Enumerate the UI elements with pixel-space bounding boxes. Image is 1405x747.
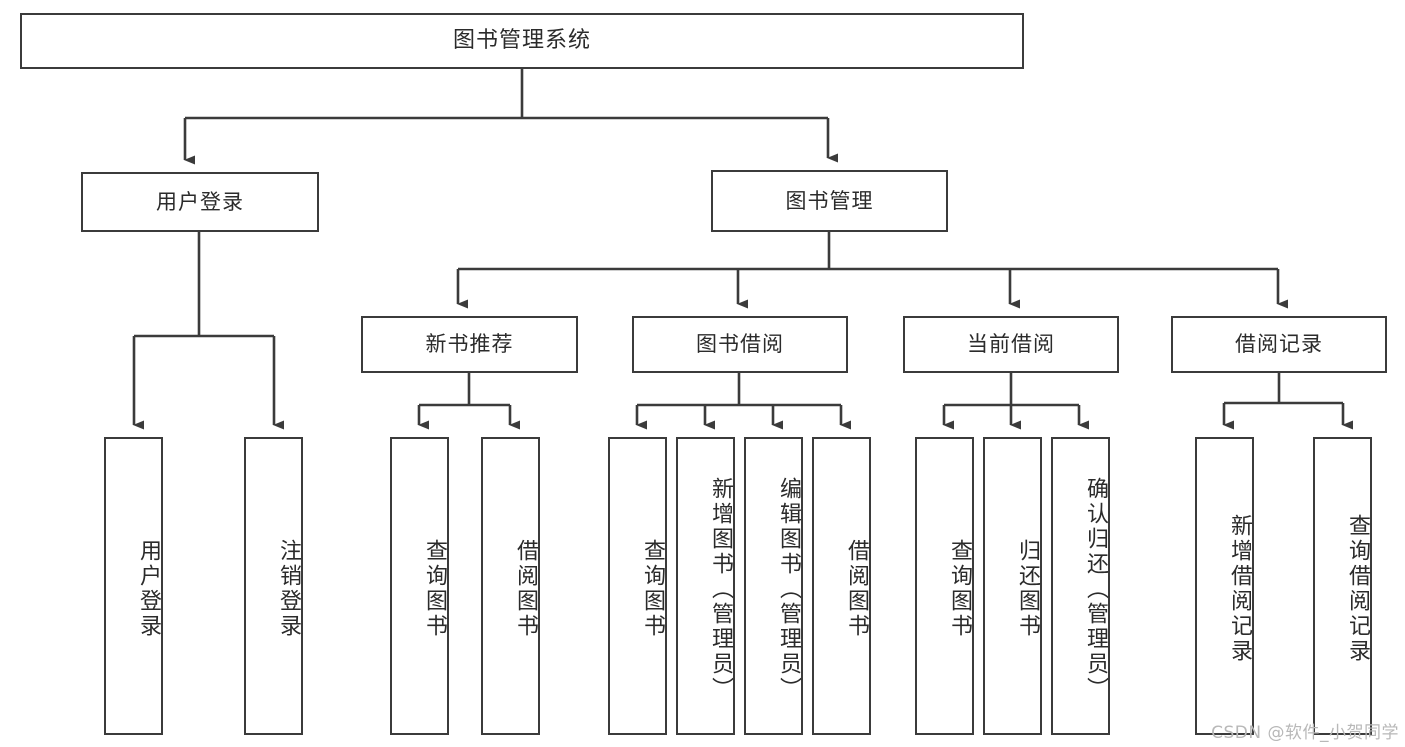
leaf-record-add-label: 新增借阅记录 [1227, 514, 1252, 664]
leaf-borrow-add-book[interactable]: 新增图书（管理员） [676, 437, 735, 735]
leaf-user-login[interactable]: 用户登录 [104, 437, 163, 735]
leaf-current-return-book-label: 归还图书 [1015, 539, 1040, 639]
leaf-current-confirm-return-label: 确认归还（管理员） [1083, 476, 1108, 702]
node-new-book-recommend-label: 新书推荐 [425, 332, 514, 357]
leaf-record-query-label: 查询借阅记录 [1345, 514, 1370, 664]
node-user-login-label: 用户登录 [156, 189, 244, 214]
leaf-user-logout-label: 注销登录 [276, 539, 301, 639]
leaf-borrow-edit-book-label: 编辑图书（管理员） [776, 476, 801, 702]
node-book-management-label: 图书管理 [785, 188, 874, 213]
leaf-recommend-query-book[interactable]: 查询图书 [390, 437, 449, 735]
leaf-borrow-add-book-label: 新增图书（管理员） [708, 476, 733, 702]
leaf-recommend-borrow-book[interactable]: 借阅图书 [481, 437, 540, 735]
node-current-borrow-label: 当前借阅 [967, 332, 1055, 357]
node-new-book-recommend[interactable]: 新书推荐 [361, 316, 578, 373]
leaf-recommend-query-book-label: 查询图书 [422, 539, 447, 639]
node-book-borrow-label: 图书借阅 [696, 332, 784, 357]
node-book-borrow[interactable]: 图书借阅 [632, 316, 848, 373]
leaf-current-query-book[interactable]: 查询图书 [915, 437, 974, 735]
node-borrow-record[interactable]: 借阅记录 [1171, 316, 1387, 373]
node-borrow-record-label: 借阅记录 [1235, 332, 1323, 357]
leaf-user-login-label: 用户登录 [136, 539, 161, 639]
node-current-borrow[interactable]: 当前借阅 [903, 316, 1119, 373]
csdn-watermark: CSDN @软件_小贺同学 [1211, 723, 1399, 743]
leaf-borrow-borrow-book[interactable]: 借阅图书 [812, 437, 871, 735]
leaf-current-confirm-return[interactable]: 确认归还（管理员） [1051, 437, 1110, 735]
node-root[interactable]: 图书管理系统 [20, 13, 1024, 69]
leaf-recommend-borrow-book-label: 借阅图书 [513, 539, 538, 639]
leaf-borrow-edit-book[interactable]: 编辑图书（管理员） [744, 437, 803, 735]
leaf-borrow-query-book-label: 查询图书 [640, 539, 665, 639]
leaf-current-query-book-label: 查询图书 [947, 539, 972, 639]
leaf-user-logout[interactable]: 注销登录 [244, 437, 303, 735]
leaf-borrow-borrow-book-label: 借阅图书 [844, 539, 869, 639]
leaf-record-add[interactable]: 新增借阅记录 [1195, 437, 1254, 735]
node-book-management[interactable]: 图书管理 [711, 170, 948, 232]
node-user-login[interactable]: 用户登录 [81, 172, 319, 232]
leaf-record-query[interactable]: 查询借阅记录 [1313, 437, 1372, 735]
node-root-label: 图书管理系统 [452, 28, 591, 54]
leaf-borrow-query-book[interactable]: 查询图书 [608, 437, 667, 735]
leaf-current-return-book[interactable]: 归还图书 [983, 437, 1042, 735]
